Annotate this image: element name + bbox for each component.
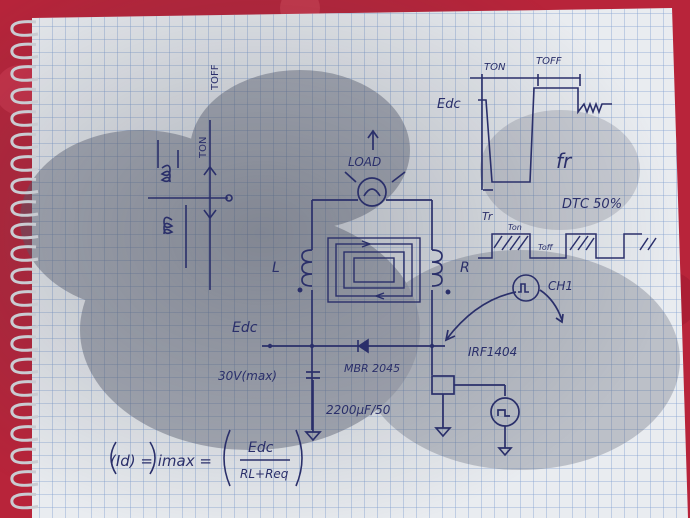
spiral-ring bbox=[10, 65, 39, 82]
probe-ch1 bbox=[512, 274, 540, 302]
toff-top-label: TOFF bbox=[536, 56, 562, 67]
spiral-ring bbox=[10, 312, 39, 330]
spiral-ring bbox=[10, 245, 39, 262]
dtc-label: DTC 50% bbox=[562, 197, 622, 212]
diode-label: MBR 2045 bbox=[344, 362, 400, 375]
spiral-ring bbox=[10, 132, 39, 150]
coupled-inductor-sketch bbox=[148, 120, 233, 290]
cap-label: 2200μF/50 bbox=[326, 403, 391, 417]
edc-top-label: Edc bbox=[437, 97, 461, 112]
ton-side-label: TON bbox=[198, 137, 209, 159]
spiral-ring bbox=[10, 425, 39, 442]
ton-top-label: TON bbox=[484, 62, 506, 73]
spiral-ring bbox=[10, 42, 39, 60]
inductor-l bbox=[297, 249, 313, 293]
spiral-ring bbox=[10, 470, 39, 487]
load-label: LOAD bbox=[348, 155, 381, 169]
spiral-ring bbox=[10, 87, 39, 105]
waveform-pwm bbox=[478, 233, 657, 259]
spiral-ring bbox=[10, 110, 39, 127]
spiral-ring bbox=[10, 447, 39, 465]
junction-right bbox=[429, 343, 435, 349]
formula-lhs: (Id) = imax = bbox=[110, 452, 212, 470]
edc-node bbox=[267, 343, 273, 349]
spiral-ring bbox=[10, 200, 39, 217]
toff-small-label: Toff bbox=[538, 243, 554, 252]
l-label: L bbox=[272, 260, 280, 276]
tr-label: Tr bbox=[482, 210, 494, 223]
ton-small-label: Ton bbox=[508, 223, 522, 232]
waveform-edc bbox=[470, 74, 612, 191]
formula-denominator: RL+Req bbox=[240, 467, 289, 481]
junction-left bbox=[309, 343, 315, 349]
spiral-ring bbox=[10, 492, 39, 510]
spiral-ring bbox=[10, 267, 39, 285]
spiral-ring bbox=[10, 20, 39, 37]
spiral-ring bbox=[10, 380, 39, 397]
mosfet-label: IRF1404 bbox=[468, 345, 517, 359]
edc-left-label: Edc bbox=[232, 320, 258, 336]
formula-sketch bbox=[110, 429, 303, 487]
spiral-ring bbox=[10, 335, 39, 352]
spiral-ring bbox=[10, 155, 39, 172]
diode-symbol bbox=[357, 338, 369, 354]
inductor-r bbox=[431, 249, 451, 295]
spiral-ring bbox=[10, 402, 39, 420]
spiral-binding bbox=[10, 20, 39, 510]
circuit-wiring bbox=[262, 129, 564, 457]
spiral-ring bbox=[10, 357, 39, 375]
load-lamp bbox=[357, 177, 387, 207]
r-label: R bbox=[460, 260, 470, 276]
ch1-label: CH1 bbox=[548, 279, 573, 293]
voltage-label: 30V(max) bbox=[218, 369, 277, 383]
handwritten-labels: LOAD Edc TON TOFF fr Tr DTC 50% Ton Toff… bbox=[110, 56, 622, 481]
spiral-ring bbox=[10, 177, 39, 195]
fr-label: fr bbox=[556, 149, 573, 173]
toff-side-label: TOFF bbox=[210, 64, 221, 91]
formula-numerator: Edc bbox=[248, 440, 274, 456]
spiral-ring bbox=[10, 222, 39, 240]
spiral-ring bbox=[10, 290, 39, 307]
transformer-core bbox=[327, 237, 421, 303]
